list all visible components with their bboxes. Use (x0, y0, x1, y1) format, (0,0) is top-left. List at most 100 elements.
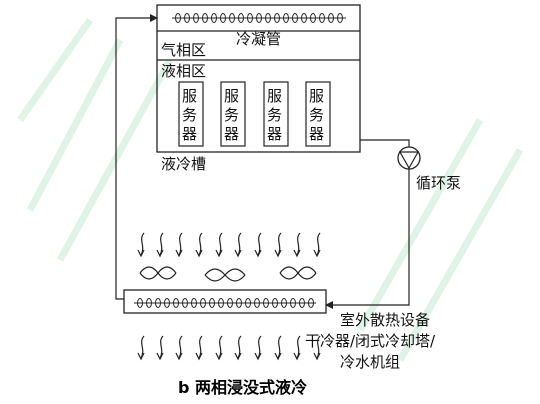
coil-loop (254, 298, 260, 308)
coil-loop (211, 13, 217, 23)
svg-text:器: 器 (309, 125, 324, 143)
airflow-arrow (198, 335, 203, 359)
coil-loop (173, 298, 179, 308)
coil-loop (236, 298, 242, 308)
svg-text:服: 服 (267, 87, 282, 105)
fan-icon (204, 268, 246, 282)
coil-loop (263, 298, 269, 308)
coil-loop (283, 13, 289, 23)
svg-text:器: 器 (224, 125, 239, 143)
airflow-arrowhead (156, 249, 164, 258)
server-3: 服 务 器 (263, 81, 289, 147)
airflow-arrowhead (274, 249, 282, 258)
airflow-arrowhead (313, 352, 321, 361)
server-1: 服 务 器 (178, 81, 204, 147)
vapor-zone-label: 气相区 (161, 41, 206, 59)
condenser-coil-loops (175, 13, 343, 23)
airflow-arrowhead (293, 249, 301, 258)
svg-text:务: 务 (224, 106, 239, 124)
coil-loop (175, 13, 181, 23)
airflow-arrow (218, 232, 223, 256)
svg-text:服: 服 (182, 87, 197, 105)
airflow-arrowhead (175, 249, 183, 258)
coil-loop (247, 13, 253, 23)
airflow-arrow (159, 335, 164, 359)
coil-loop (301, 13, 307, 23)
coil-loop (229, 13, 235, 23)
airflow-arrow (316, 232, 321, 256)
coil-loop (290, 298, 296, 308)
airflow-arrow (277, 335, 282, 359)
airflow-arrows-in (137, 232, 321, 258)
circulation-pump-icon (397, 146, 421, 170)
coil-loop (193, 13, 199, 23)
airflow-arrows-out (137, 335, 321, 361)
outdoor-coil-loops (137, 298, 314, 308)
airflow-arrowhead (254, 352, 262, 361)
airflow-arrowhead (313, 249, 321, 258)
airflow-arrowhead (175, 352, 183, 361)
airflow-arrow (140, 335, 145, 359)
airflow-arrowhead (195, 249, 203, 258)
tank-label: 液冷槽 (161, 155, 206, 173)
coil-loop (202, 13, 208, 23)
coil-loop (256, 13, 262, 23)
svg-text:器: 器 (267, 125, 282, 143)
airflow-arrowhead (215, 249, 223, 258)
svg-text:服: 服 (309, 87, 324, 105)
coil-loop (146, 298, 152, 308)
airflow-arrowhead (234, 249, 242, 258)
coil-loop (184, 13, 190, 23)
svg-text:务: 务 (267, 106, 282, 124)
airflow-arrow (257, 232, 262, 256)
coil-loop (272, 298, 278, 308)
coil-loop (274, 13, 280, 23)
watermark (17, 17, 524, 362)
coil-loop (200, 298, 206, 308)
airflow-arrow (277, 232, 282, 256)
coil-loop (227, 298, 233, 308)
airflow-arrow (140, 232, 145, 256)
liquid-zone-label: 液相区 (161, 62, 206, 80)
coil-loop (265, 13, 271, 23)
outdoor-subtitle-2: 冷水机组 (340, 353, 400, 371)
airflow-arrow (159, 232, 164, 256)
coil-loop (220, 13, 226, 23)
svg-text:服: 服 (224, 87, 239, 105)
server-4: 服 务 器 (305, 81, 331, 147)
supply-pipe-right (325, 139, 410, 309)
coil-loop (164, 298, 170, 308)
server-2: 服 务 器 (220, 81, 246, 147)
coil-loop (328, 13, 334, 23)
airflow-arrowhead (137, 352, 145, 361)
airflow-arrow (257, 335, 262, 359)
coil-loop (292, 13, 298, 23)
outdoor-subtitle: 干冷器/闭式冷却塔/ (305, 332, 436, 350)
airflow-arrowhead (215, 352, 223, 361)
pump-label: 循环泵 (416, 174, 461, 192)
coil-loop (281, 298, 287, 308)
airflow-arrowhead (274, 352, 282, 361)
airflow-arrowhead (137, 249, 145, 258)
outdoor-title: 室外散热设备 (340, 311, 430, 329)
coil-loop (299, 298, 305, 308)
airflow-arrow (237, 232, 242, 256)
figure-caption: b 两相浸没式液冷 (178, 378, 307, 397)
airflow-arrowhead (293, 352, 301, 361)
coil-loop (310, 13, 316, 23)
coil-loop (308, 298, 314, 308)
coil-loop (319, 13, 325, 23)
airflow-arrow (237, 335, 242, 359)
airflow-arrowhead (156, 352, 164, 361)
airflow-arrow (198, 232, 203, 256)
coil-loop (245, 298, 251, 308)
return-pipe-left (115, 14, 158, 300)
fan-icon (139, 266, 177, 280)
tank-outline (156, 4, 361, 153)
coil-loop (337, 13, 343, 23)
coil-loop (182, 298, 188, 308)
airflow-arrow (296, 335, 301, 359)
airflow-arrow (178, 335, 183, 359)
coil-loop (155, 298, 161, 308)
